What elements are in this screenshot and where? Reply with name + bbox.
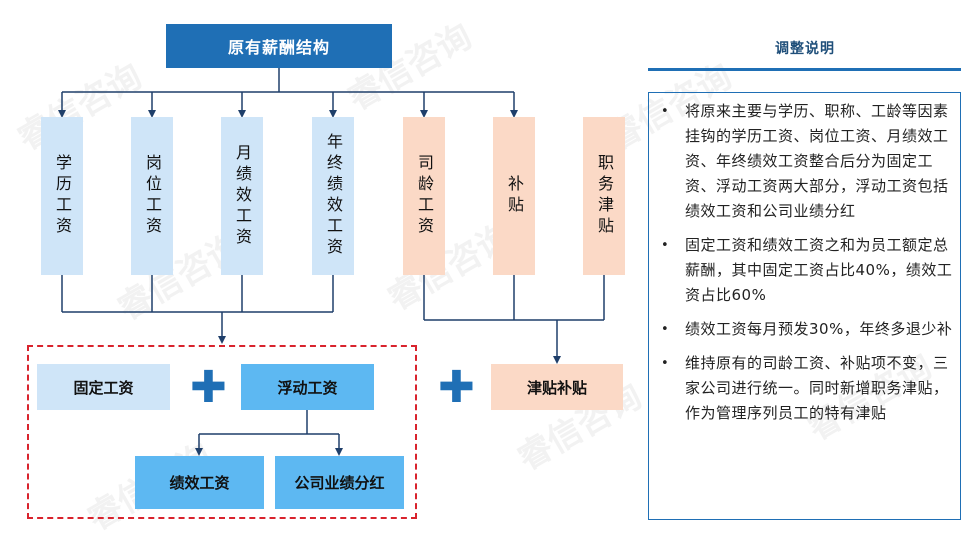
column-position-wage: 岗位工资 [131,117,173,275]
note-item: 将原来主要与学历、职称、工龄等因素挂钩的学历工资、岗位工资、月绩效工资、年终绩效… [659,99,954,224]
note-item: 固定工资和绩效工资之和为员工额定总薪酬，其中固定工资占比40%，绩效工资占比60… [659,233,954,308]
column-position-allowance: 职务津贴 [583,117,625,275]
performance-wage-box: 绩效工资 [135,456,264,509]
note-item: 绩效工资每月预发30%，年终多退少补 [659,317,954,342]
plus-icon: ✚ [190,362,227,413]
column-annual-performance-wage: 年终绩效工资 [312,117,354,275]
allowance-box: 津贴补贴 [491,364,623,410]
plus-icon: ✚ [438,362,475,413]
fixed-wage-box: 固定工资 [37,364,170,410]
structure-title: 原有薪酬结构 [166,24,392,68]
column-subsidy: 补贴 [493,117,535,275]
panel-divider [648,68,961,71]
company-bonus-box: 公司业绩分红 [275,456,404,509]
column-seniority-wage: 司龄工资 [403,117,445,275]
column-monthly-performance-wage: 月绩效工资 [221,117,263,275]
adjustment-notes-panel: 将原来主要与学历、职称、工龄等因素挂钩的学历工资、岗位工资、月绩效工资、年终绩效… [648,92,961,520]
column-education-wage: 学历工资 [41,117,83,275]
restructured-group-frame [27,345,417,519]
floating-wage-box: 浮动工资 [241,364,374,410]
note-item: 维持原有的司龄工资、补贴项不变，三家公司进行统一。同时新增职务津贴，作为管理序列… [659,351,954,426]
panel-title: 调整说明 [775,41,835,57]
